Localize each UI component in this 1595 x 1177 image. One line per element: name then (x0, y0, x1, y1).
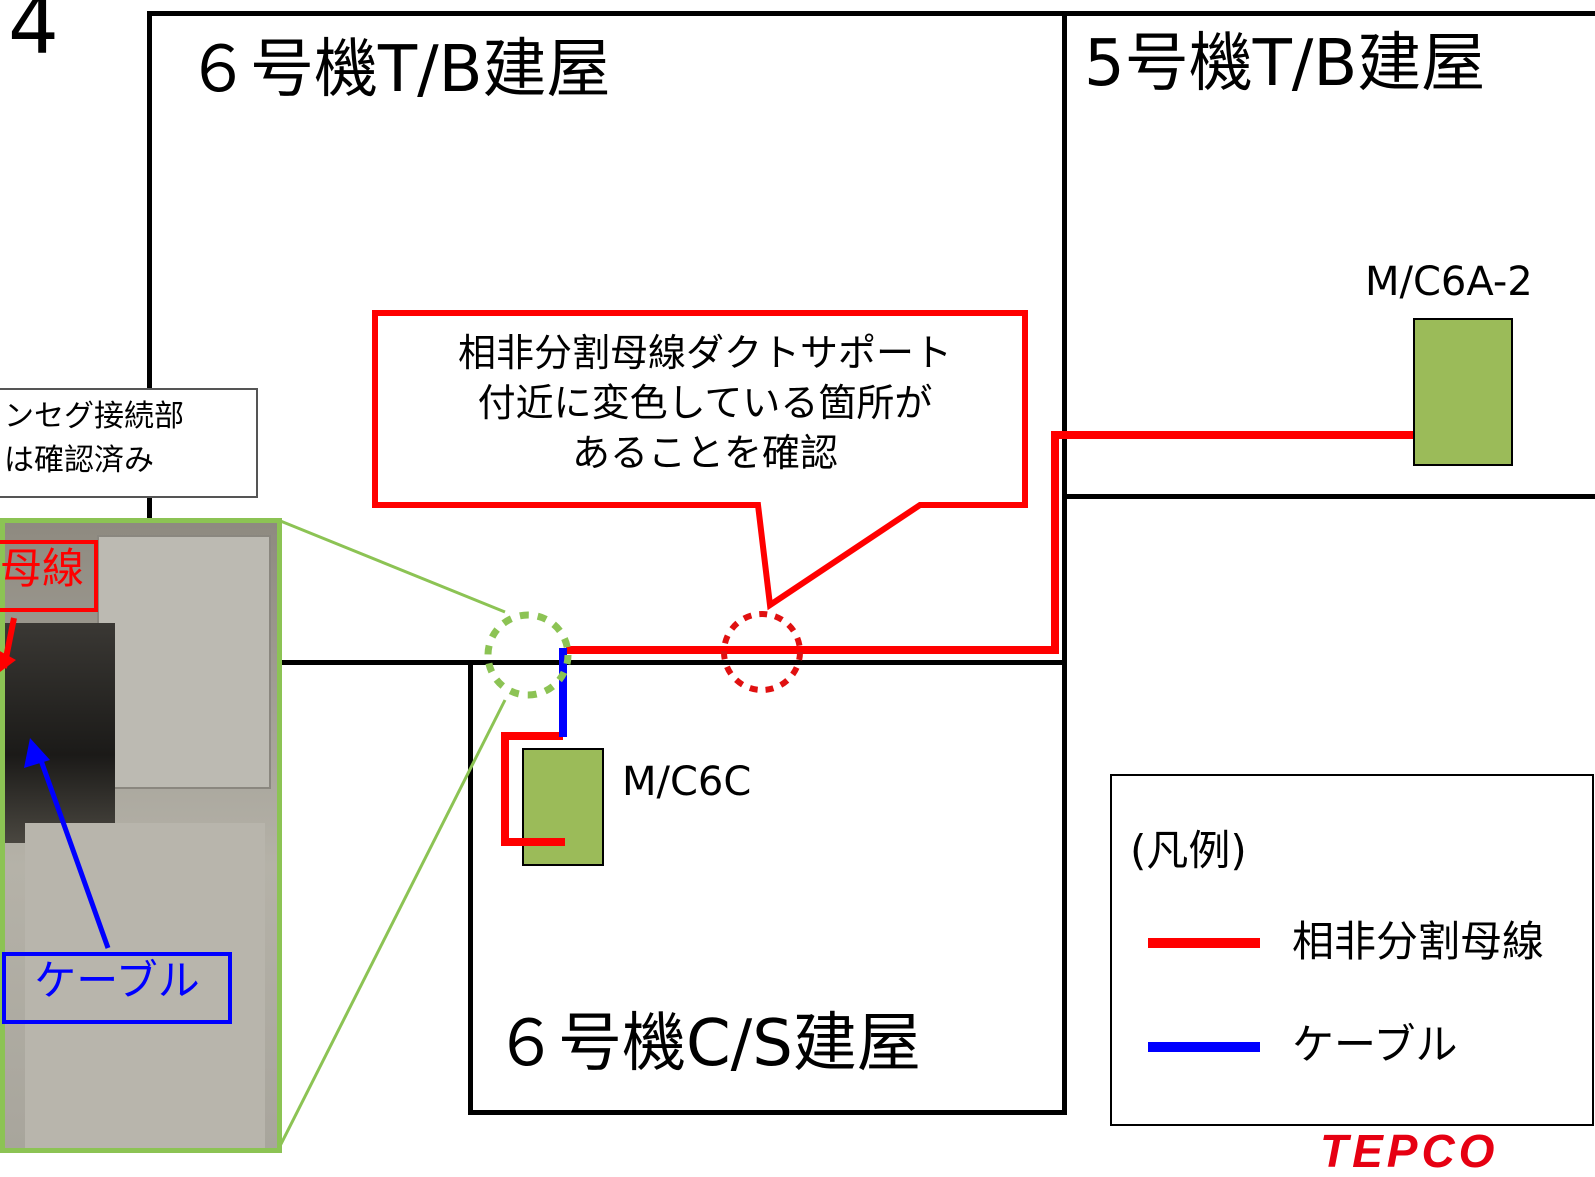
photo-red-arrowhead (0, 651, 16, 672)
photo-panel (97, 535, 271, 789)
red-dashed-circle (721, 611, 803, 693)
building-5-tb-title: 5号機T/B建屋 (1084, 27, 1486, 101)
callout-text: 相非分割母線ダクトサポート 付近に変色している箇所が あることを確認 (385, 328, 1025, 478)
note-line-1: ンセグ接続部 (4, 399, 184, 434)
legend-bus-swatch (1148, 938, 1260, 948)
zoom-line-bottom (276, 699, 507, 1151)
legend-title: (凡例) (1130, 826, 1247, 875)
mc6a2-box (1413, 318, 1513, 466)
callout-line-3: あることを確認 (571, 431, 838, 475)
photo-blue-arrowhead (24, 738, 50, 768)
legend: (凡例) 相非分割母線 ケーブル (1110, 774, 1594, 1126)
photo-blue-arrow (35, 751, 111, 949)
bus-duct-line (566, 431, 1413, 654)
building-6-cs-title: ６号機C/S建屋 (494, 1007, 921, 1081)
zoom-line-top (277, 518, 506, 614)
photo-lower-panel (25, 823, 265, 1148)
legend-cable-swatch (1148, 1042, 1260, 1052)
photo-inset (0, 518, 282, 1153)
wiring-diagram (0, 310, 1413, 1151)
note-box: ンセグ接続部 は確認済み (0, 388, 258, 498)
tepco-logo: TEPCO (1320, 1125, 1499, 1177)
building-6-tb-title: ６号機T/B建屋 (186, 33, 611, 107)
legend-bus-label: 相非分割母線 (1292, 917, 1545, 966)
callout-line-1: 相非分割母線ダクトサポート (457, 331, 952, 375)
green-dashed-circle (484, 611, 572, 699)
photo-bus-tag: 母線 (0, 540, 99, 612)
mc6a2-label: M/C6A-2 (1365, 259, 1533, 305)
building-6-cs-outline (468, 660, 1067, 1115)
callout-bubble (372, 310, 1028, 611)
photo-cable-tag: ケーブル (2, 952, 232, 1024)
mc6c-box (522, 748, 604, 866)
callout-line-2: 付近に変色している箇所が (477, 381, 933, 425)
mc6c-label: M/C6C (622, 759, 752, 805)
building-6-tb-lower-edge (270, 660, 470, 665)
legend-cable-label: ケーブル (1292, 1020, 1458, 1069)
bus-duct-tail (501, 732, 565, 846)
page-number: 4 (8, 0, 59, 72)
note-line-2: は確認済み (4, 443, 154, 478)
